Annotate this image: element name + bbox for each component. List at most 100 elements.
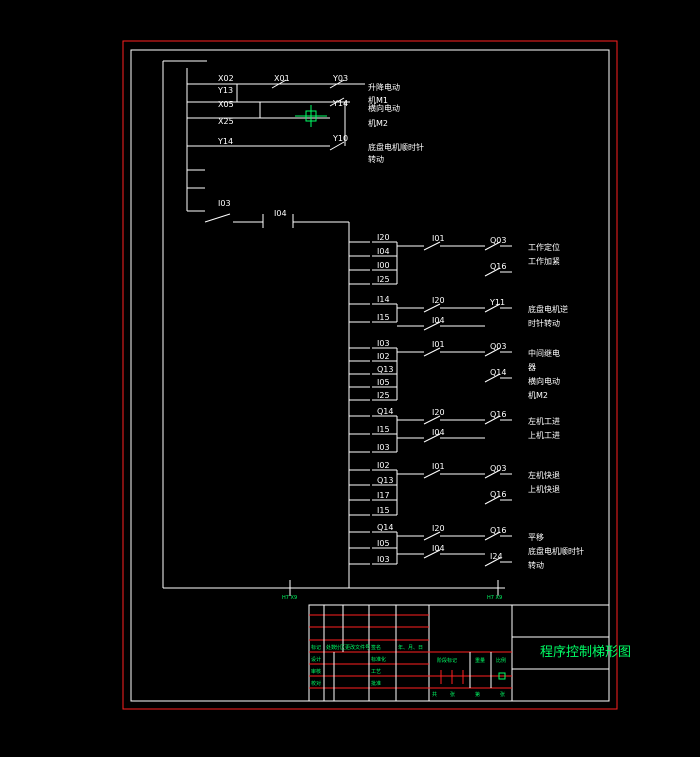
bottom-mark-left: H7 X9 — [282, 595, 297, 601]
stage-desc: 工作加紧 — [528, 256, 560, 266]
tb-stage: 阶段标记 — [437, 657, 457, 664]
stage-input-label: I05 — [377, 539, 390, 548]
stage-contact — [423, 415, 441, 425]
drawing-title: 程序控制梯形图 — [540, 645, 631, 660]
tb-count: 处数 — [326, 644, 336, 651]
stage-contact-label: I01 — [432, 462, 445, 471]
tb-mark: 标记 — [311, 644, 321, 651]
stage-coil — [484, 347, 501, 357]
stage-coil — [484, 495, 501, 505]
stage-coil — [484, 303, 501, 313]
tb-standard: 标准化 — [371, 656, 386, 663]
tb-date: 年、月、日 — [398, 644, 423, 651]
tb-sheet-a: 共 — [432, 691, 437, 698]
tb-sheet-d: 张 — [500, 691, 505, 698]
stage-desc: 转动 — [528, 560, 544, 570]
contact-X01 — [271, 79, 287, 89]
stage-coil-label: Q16 — [490, 526, 506, 535]
stage-contact-label: I20 — [432, 408, 445, 417]
stage-coil-label: Y11 — [489, 298, 505, 307]
stage-input-label: Q13 — [377, 365, 393, 374]
stage-coil-label: Q03 — [490, 236, 506, 245]
stage-contact2-label: I04 — [432, 428, 445, 437]
stage-input-label: I15 — [377, 313, 390, 322]
stage-input-label: I03 — [377, 339, 390, 348]
stage-contact-2 — [423, 433, 441, 443]
stage-coil — [484, 267, 501, 277]
label-X25: X25 — [218, 117, 234, 126]
desc-rung-4: 底盘电机顺时针 — [368, 142, 424, 152]
stage-coil — [484, 531, 501, 541]
coil-Y14 — [329, 97, 345, 107]
desc-rung-3: 机M2 — [368, 118, 388, 128]
stage-coil-label: Q16 — [490, 410, 506, 419]
bottom-mark-right: H7 X9 — [487, 595, 502, 601]
desc-rung-1: 升降电动 — [368, 82, 400, 92]
stage-desc: 平移 — [528, 532, 544, 542]
branch-rung — [187, 210, 350, 588]
stage-contact — [423, 531, 441, 541]
tb-zone: 分区 — [335, 644, 345, 651]
stage-contact-label: I20 — [432, 296, 445, 305]
stage-input-label: I25 — [377, 275, 390, 284]
label-X01: X01 — [274, 74, 290, 83]
stage-coil — [484, 557, 501, 567]
label-X05: X05 — [218, 100, 234, 109]
stage-contact-label: I01 — [432, 234, 445, 243]
stage-input-label: I14 — [377, 295, 390, 304]
stage-coil — [484, 241, 501, 251]
label-Y14: Y14 — [332, 99, 348, 108]
stage-input-label: I05 — [377, 378, 390, 387]
stage-coil-label: Q03 — [490, 342, 506, 351]
stage-input-label: I03 — [377, 555, 390, 564]
stage-input-label: I02 — [377, 461, 390, 470]
stage-desc: 左机快退 — [528, 470, 560, 480]
stage-coil — [484, 469, 501, 479]
tb-design: 设计 — [311, 656, 321, 663]
label-Y03: Y03 — [332, 74, 348, 83]
stage-contact-2 — [423, 549, 441, 559]
stage-input-label: I02 — [377, 352, 390, 361]
tb-change-doc: 更改文件号 — [345, 644, 370, 651]
stage-input-label: I15 — [377, 506, 390, 515]
stage-contact-label: I01 — [432, 340, 445, 349]
tb-ratio: 比例 — [496, 657, 506, 664]
label-Y14b: Y14 — [217, 137, 233, 146]
stage-desc: 中间继电 — [528, 348, 560, 358]
stage-desc: 时针转动 — [528, 318, 560, 328]
tb-weight: 重量 — [475, 657, 485, 664]
label-X02: X02 — [218, 74, 234, 83]
stage-contact — [423, 241, 441, 251]
stage-coil-label: Q16 — [490, 262, 506, 271]
stage-input-label: I20 — [377, 233, 390, 242]
stage-contact-label: I20 — [432, 524, 445, 533]
stage-coil-label: Q14 — [490, 368, 506, 377]
stage-desc: 器 — [528, 363, 536, 372]
tb-sheet-b: 张 — [450, 691, 455, 698]
stage-coil — [484, 373, 501, 383]
tb-signature: 签名 — [371, 644, 381, 651]
stage-coil-label: I24 — [490, 552, 503, 561]
stage-input-label: Q13 — [377, 476, 393, 485]
stage-input-label: I00 — [377, 261, 390, 270]
tb-sheet-c: 第 — [475, 691, 480, 698]
stage-input-label: I15 — [377, 425, 390, 434]
stage-contact — [423, 303, 441, 313]
stage-input-label: I04 — [377, 247, 390, 256]
coil-Y03 — [329, 79, 345, 89]
stage-contact2-label: I04 — [432, 544, 445, 553]
stage-desc: 左机工进 — [528, 416, 560, 426]
label-Y13: Y13 — [217, 86, 233, 95]
outer-red-frame — [122, 40, 618, 710]
stage-input-label: I03 — [377, 443, 390, 452]
tb-check: 校对 — [311, 680, 321, 687]
label-Y10: Y10 — [332, 134, 348, 143]
stage-coil-label: Q03 — [490, 464, 506, 473]
stage-desc: 底盘电机顺时针 — [528, 546, 584, 556]
top-rungs — [187, 79, 365, 189]
stage-input-label: I17 — [377, 491, 390, 500]
tb-approve: 批准 — [371, 680, 381, 687]
desc-rung-2a: 机M1 — [368, 95, 388, 105]
desc-rung-2: 横向电动 — [368, 103, 400, 113]
stage-input-label: I25 — [377, 391, 390, 400]
